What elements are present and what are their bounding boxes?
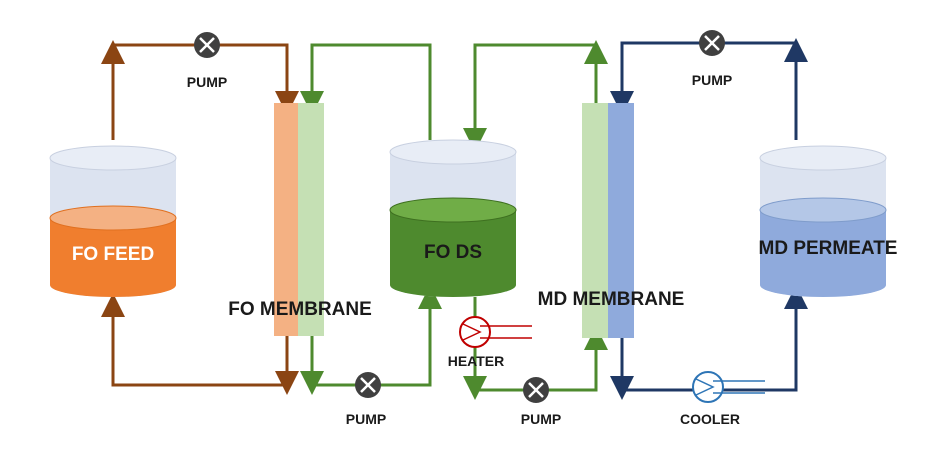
fo-membrane-label: FO MEMBRANE — [228, 299, 372, 320]
pump-icon — [699, 30, 725, 56]
fo-ds-tank: FO DS — [389, 139, 517, 297]
fo-ds-label: FO DS — [424, 242, 482, 263]
fo-feed-liquid — [50, 218, 176, 297]
ds-pipe-top-md — [463, 43, 598, 152]
heater-label: HEATER — [448, 353, 505, 369]
pump-label-top-right: PUMP — [692, 72, 732, 88]
pump-label-bottom-mid: PUMP — [346, 411, 386, 427]
pump-icon — [355, 372, 381, 398]
pump-label-bottom-right: PUMP — [521, 411, 561, 427]
permeate-pipe-top — [610, 41, 798, 140]
md-membrane-label: MD MEMBRANE — [538, 289, 685, 310]
fo-membrane-ds-side — [298, 103, 324, 336]
cooler-icon — [692, 371, 765, 403]
feed-pipe-top — [111, 43, 299, 140]
heater-icon — [459, 316, 532, 348]
md-permeate-tank — [759, 145, 887, 297]
md-permeate-liquid — [760, 210, 886, 297]
md-permeate-label: MD PERMEATE — [759, 238, 898, 259]
md-membrane-ds-side — [582, 103, 608, 338]
md-membrane — [582, 103, 634, 338]
fo-ds-liquid — [390, 210, 516, 297]
ds-pipe-top-fo — [300, 43, 432, 140]
pump-icon — [523, 377, 549, 403]
fo-feed-tank: FO FEED — [49, 145, 177, 297]
ds-pipe-bottom-md — [473, 297, 608, 392]
pump-label-top-left: PUMP — [187, 74, 227, 90]
fo-membrane — [274, 103, 324, 336]
md-membrane-permeate-side — [608, 103, 634, 338]
fo-feed-label: FO FEED — [72, 244, 154, 265]
pump-icon — [194, 32, 220, 58]
fo-membrane-feed-side — [274, 103, 298, 336]
cooler-label: COOLER — [680, 411, 740, 427]
